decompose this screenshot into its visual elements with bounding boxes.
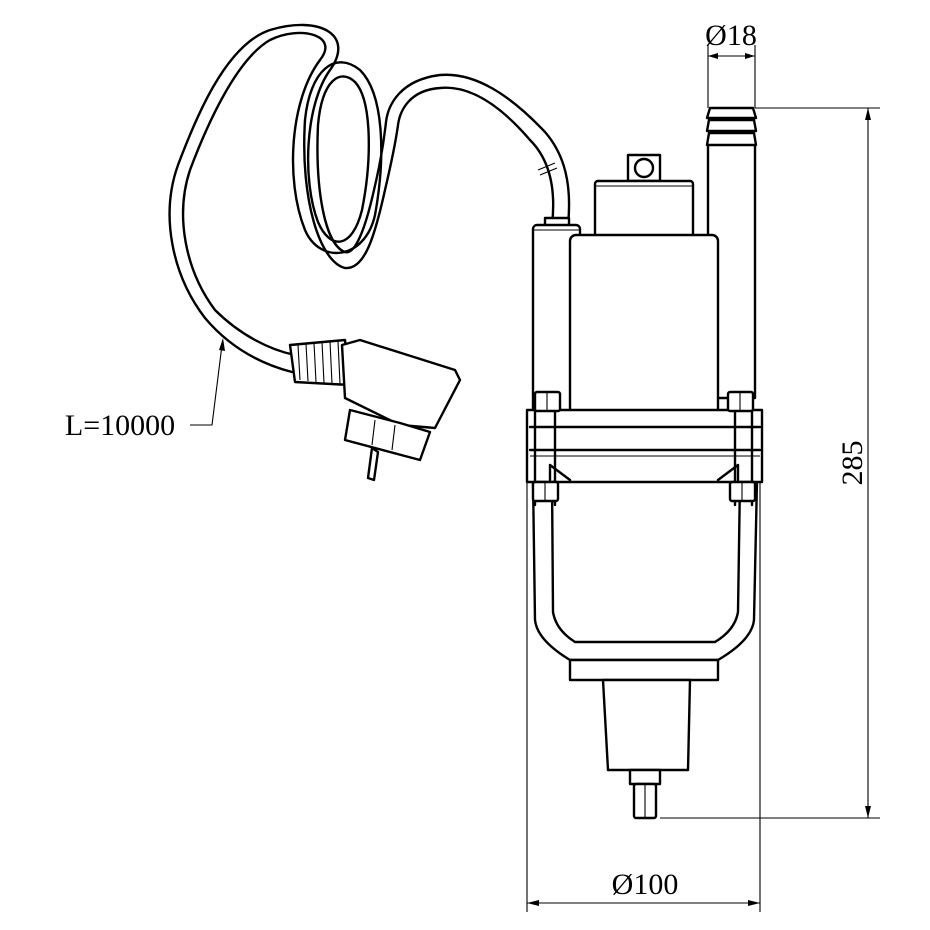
motor-housing bbox=[568, 233, 720, 417]
power-plug bbox=[288, 338, 462, 482]
dimension-height: 285 bbox=[660, 107, 880, 819]
cable-length-label: L=10000 bbox=[65, 409, 175, 442]
flange bbox=[525, 390, 764, 507]
top-cap bbox=[593, 153, 695, 243]
pump-body bbox=[531, 478, 759, 662]
inlet-nozzle bbox=[601, 678, 692, 772]
dimension-cable-length: L=10000 bbox=[65, 338, 225, 442]
body-diameter-label: Ø100 bbox=[612, 868, 679, 901]
height-label: 285 bbox=[836, 441, 869, 486]
power-cable bbox=[168, 23, 571, 374]
dimension-outlet-diameter: Ø18 bbox=[705, 19, 757, 108]
dimension-body-diameter: Ø100 bbox=[526, 482, 761, 912]
outlet-diameter-label: Ø18 bbox=[705, 19, 757, 52]
